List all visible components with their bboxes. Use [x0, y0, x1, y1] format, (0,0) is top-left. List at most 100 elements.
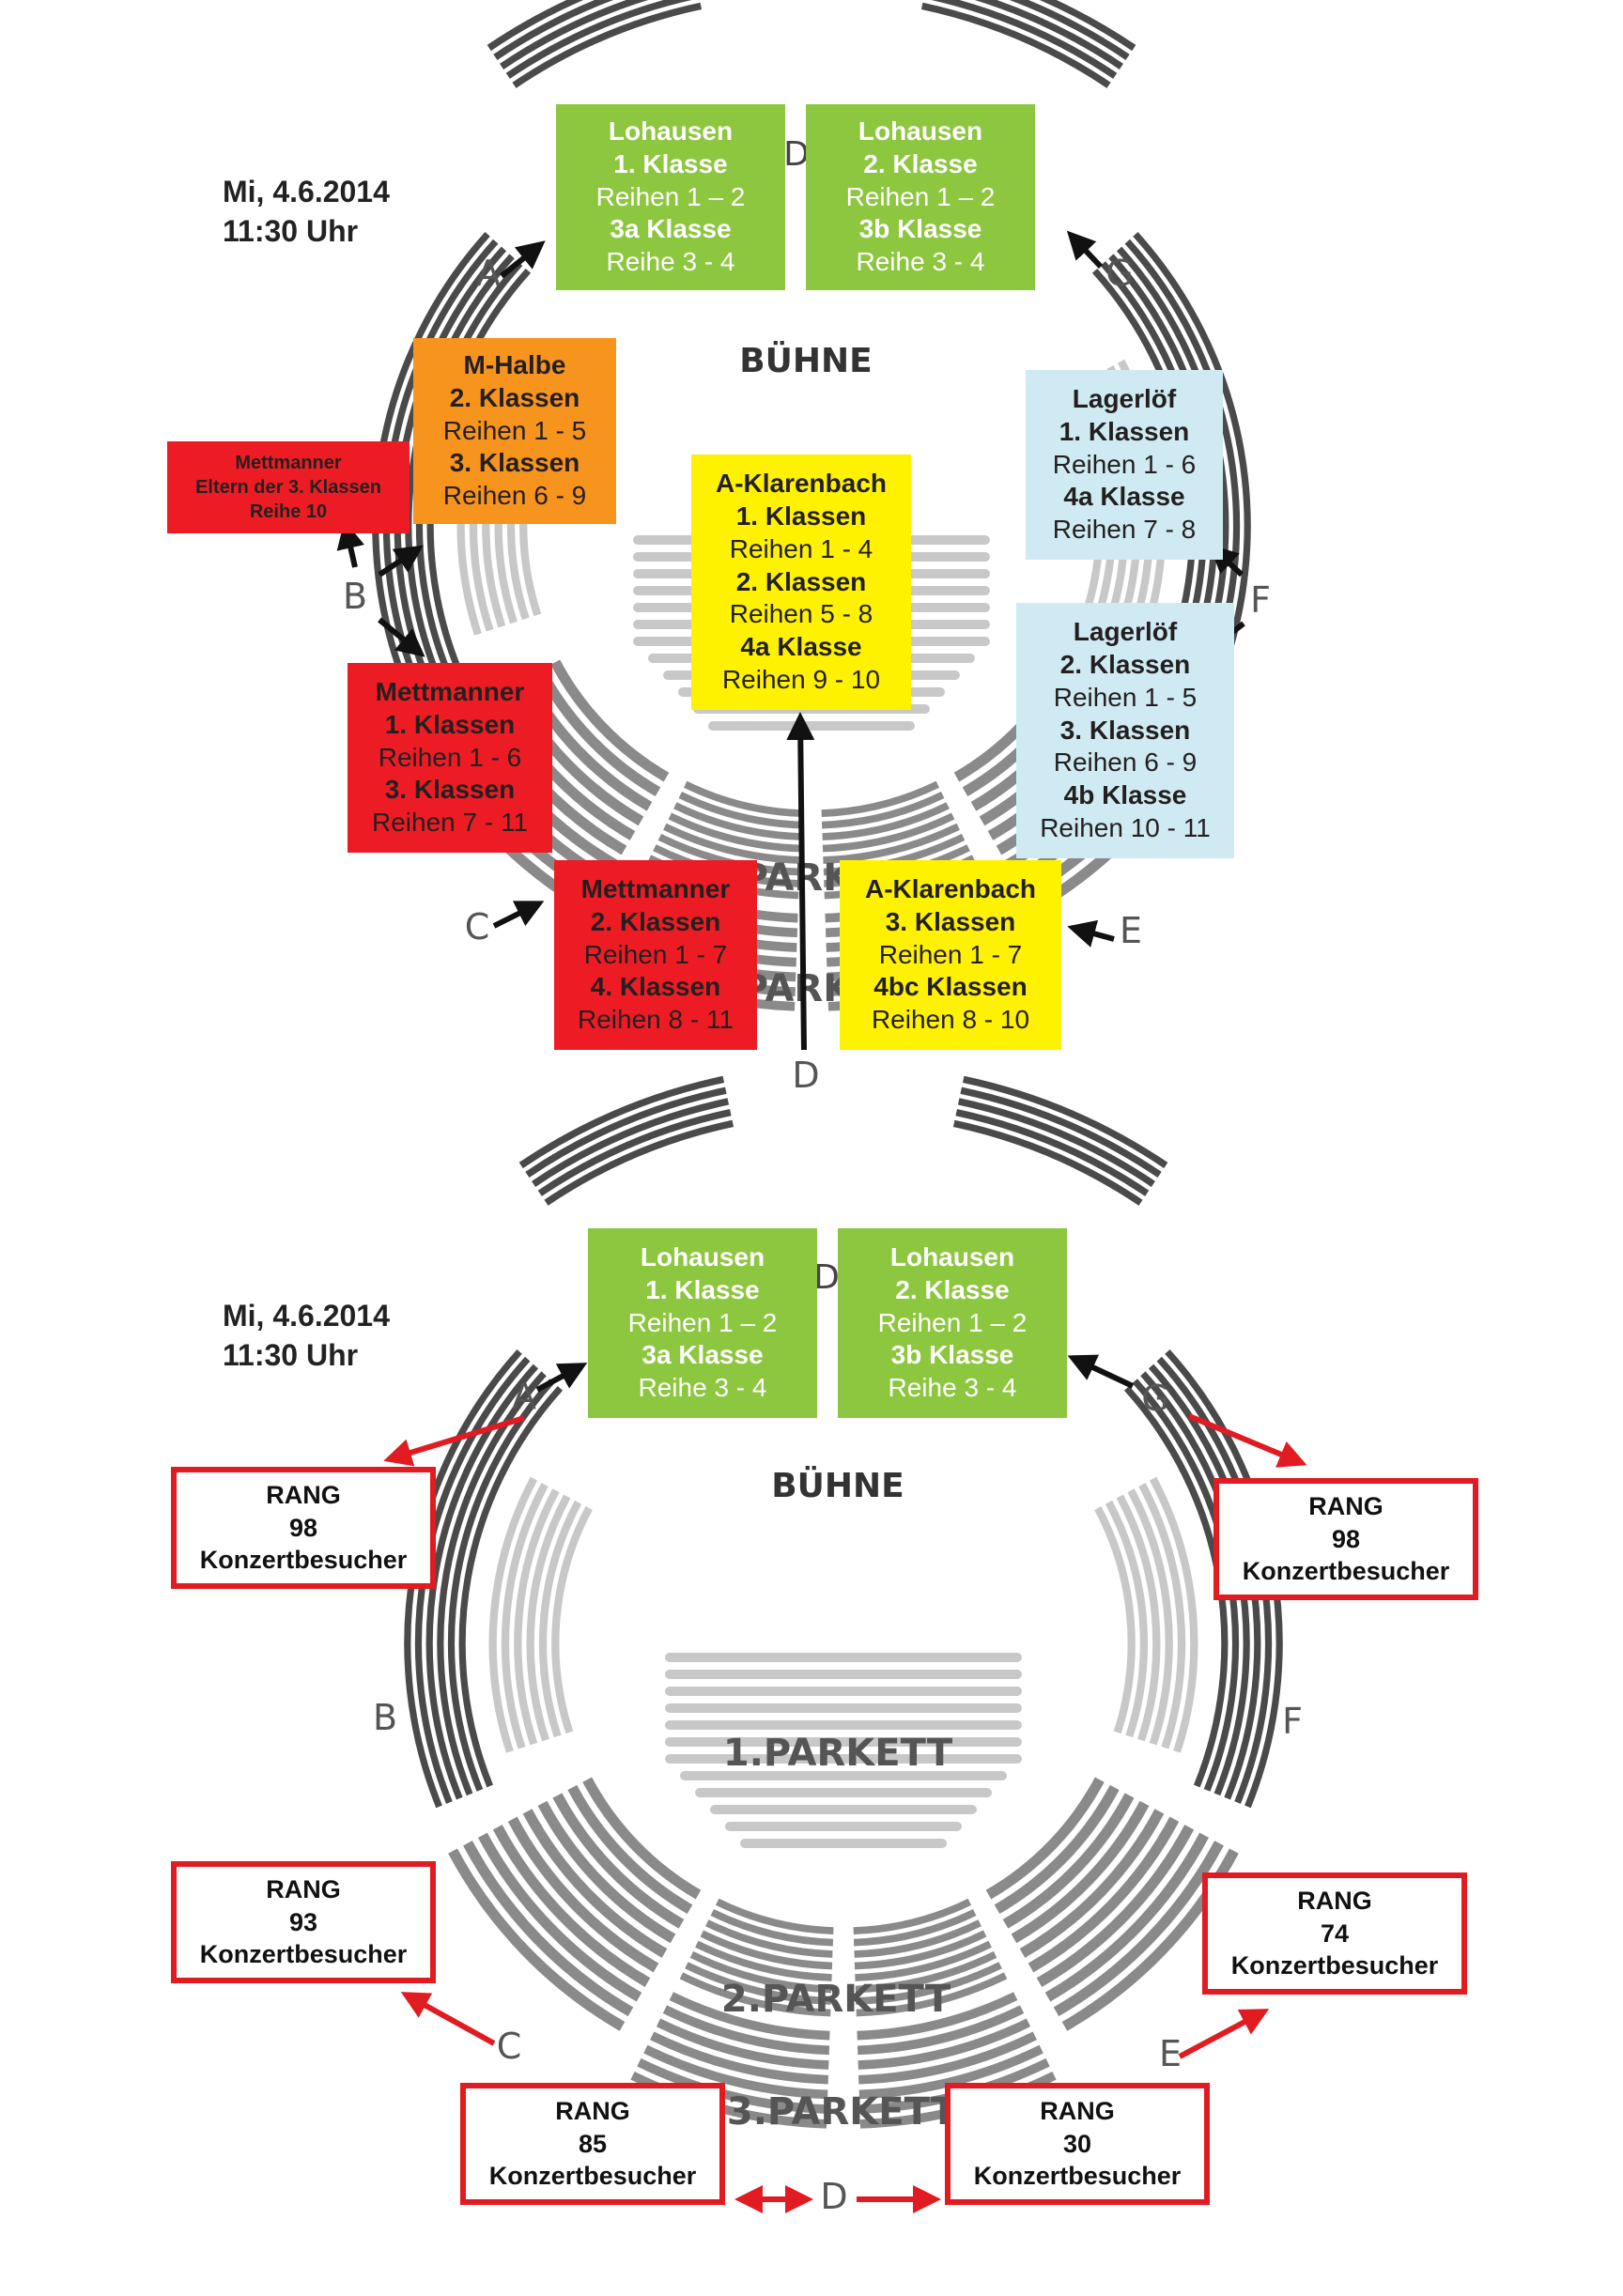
top-entrance-d: D: [792, 1055, 819, 1096]
top-lohausen-1-box: Lohausen 1. Klasse Reihen 1 – 2 3a Klass…: [556, 104, 785, 290]
seat-row: [663, 823, 800, 864]
bottom-arrow-a-black: [535, 1363, 588, 1393]
top-arrow-e: [1067, 919, 1115, 948]
seat-row: [962, 1075, 1168, 1169]
seat-row: [1053, 1841, 1224, 2017]
seat-row: [725, 1822, 962, 1831]
bottom-date-block: Mi, 4.6.2014 11:30 Uhr: [223, 1296, 390, 1375]
seat-row: [668, 812, 801, 853]
seat-row: [525, 1086, 727, 1178]
bottom-plan-seating: [404, 1075, 1283, 2129]
seat-row: [955, 1108, 1150, 1196]
seat-row: [853, 1898, 972, 1934]
bottom-entrance-d: D: [820, 2176, 847, 2217]
bottom-parkett-label-1: 1.PARKETT: [723, 1732, 953, 1775]
seat-row: [679, 1972, 831, 2017]
seat-row: [500, 0, 649, 69]
top-lagerloef-1-box: Lagerlöf 1. Klassen Reihen 1 - 6 4a Klas…: [1026, 370, 1223, 560]
seat-row: [665, 1687, 1022, 1696]
seat-row: [695, 1940, 832, 1981]
top-entrance-c: C: [465, 906, 490, 948]
top-rang-top-right: [920, 0, 1136, 88]
seat-row: [856, 1962, 1002, 2005]
top-entrance-f: F: [1250, 579, 1271, 621]
top-rang-top-left: [487, 0, 703, 88]
top-arrow-c: [492, 901, 545, 929]
bottom-rang-box-top-right: RANG 98 Konzertbesucher: [1213, 1478, 1478, 1600]
seat-row: [920, 2, 1111, 88]
seat-row: [685, 1962, 831, 2005]
bottom-parkett-3-left: [630, 1992, 830, 2129]
seat-row: [715, 1898, 834, 1934]
seat-row: [477, 1832, 642, 2002]
seat-row: [637, 2057, 827, 2114]
top-arrow-g: [1066, 230, 1104, 270]
bottom-entrance-a: A: [512, 1376, 536, 1417]
seat-row: [821, 791, 945, 829]
seat-row: [567, 1784, 693, 1915]
seat-row: [823, 823, 960, 864]
bottom-rang-box-middle-right: RANG 74 Konzertbesucher: [1202, 1872, 1467, 1995]
seat-row: [522, 1809, 668, 1958]
seat-row: [532, 1098, 730, 1187]
seat-row: [855, 1950, 997, 1994]
seat-row: [669, 1992, 830, 2041]
seat-row: [505, 0, 692, 79]
seat-row: [650, 2031, 828, 2085]
top-entrance-b: B: [343, 576, 367, 617]
bottom-arrow-e-red: [1178, 2009, 1270, 2059]
bottom-side-parkett-right: [985, 1777, 1239, 2031]
bottom-parkett-2-right: [853, 1898, 1008, 2017]
seat-row: [957, 1098, 1155, 1187]
bottom-arrow-g-red: [1187, 1413, 1307, 1468]
seat-row: [582, 1777, 702, 1900]
bottom-entrance-g: G: [1141, 1378, 1168, 1419]
seat-row: [856, 1972, 1008, 2017]
seat-row: [857, 2005, 1025, 2056]
seat-row: [678, 791, 802, 829]
top-aklarenbach-2-box: A-Klarenbach 3. Klassen Reihen 1 - 7 4bc…: [840, 860, 1061, 1050]
bottom-entrance-e: E: [1159, 2033, 1182, 2074]
seat-row: [673, 802, 801, 840]
seat-row: [656, 2018, 829, 2070]
seat-row: [487, 0, 584, 52]
seat-row: [665, 1703, 1022, 1713]
bottom-time: 11:30 Uhr: [223, 1338, 359, 1373]
seat-row: [492, 1825, 651, 1987]
seat-row: [680, 1771, 1007, 1780]
seat-row: [448, 1848, 626, 2031]
seat-row: [857, 1992, 1018, 2041]
top-parkett-label-1: PARK: [741, 856, 854, 900]
top-arrow-a: [500, 240, 546, 279]
bottom-rang-top-left: [518, 1075, 734, 1206]
seat-row: [1044, 1832, 1210, 2002]
seat-row: [740, 1839, 947, 1848]
seat-row: [858, 2031, 1037, 2085]
bottom-rang-box-bottom-right: RANG 30 Konzertbesucher: [945, 2083, 1210, 2205]
seat-row: [662, 2005, 830, 2056]
top-arrow-b-up-right: [378, 545, 424, 578]
bottom-box-left: [488, 1476, 593, 1753]
seat-row: [853, 1908, 977, 1947]
seat-row: [643, 2044, 828, 2100]
seat-row: [1002, 1793, 1135, 1929]
top-time: 11:30 Uhr: [223, 214, 359, 249]
seat-row: [514, 1488, 560, 1746]
seat-row: [931, 0, 1118, 79]
top-arrow-d: [786, 712, 815, 1051]
seat-row: [960, 1086, 1162, 1178]
top-lohausen-2-box: Lohausen 2. Klasse Reihen 1 – 2 3b Klass…: [806, 104, 1035, 290]
seat-row: [447, 1379, 555, 1792]
seat-row: [994, 1784, 1120, 1915]
seat-row: [855, 1940, 992, 1981]
seat-row: [858, 2018, 1031, 2070]
seat-row: [1011, 1800, 1150, 1944]
seat-row: [488, 1476, 538, 1753]
seat-row: [854, 1930, 987, 1970]
bottom-parkett-1: [665, 1653, 1022, 1848]
seat-row: [1009, 0, 1130, 60]
seat-row: [695, 1788, 992, 1797]
top-stage-label: BÜHNE: [739, 341, 873, 380]
seat-row: [1094, 1506, 1136, 1734]
seat-row: [952, 1119, 1143, 1206]
